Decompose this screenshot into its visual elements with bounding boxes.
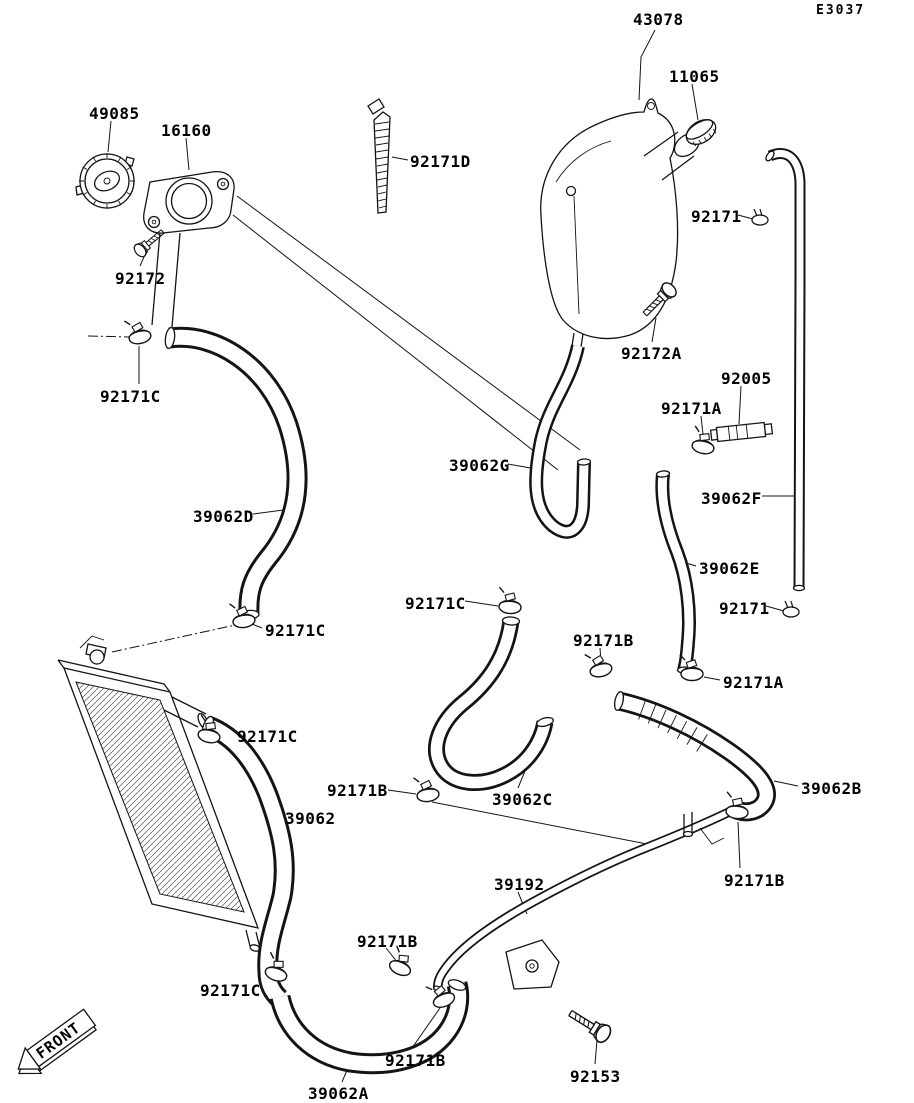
clamp-92171c-3 — [496, 586, 523, 615]
part-label-43078-0: 43078 — [633, 10, 684, 29]
leader-lines — [87, 29, 799, 1083]
part-label-92171a-19: 92171A — [723, 673, 784, 692]
part-label-92171a-9: 92171A — [661, 399, 722, 418]
reserve-tank-43078 — [540, 98, 701, 348]
part-label-39062e-14: 39062E — [699, 559, 760, 578]
part-label-39062a-31: 39062A — [308, 1084, 369, 1103]
hose-39062d — [164, 326, 308, 621]
filler-neck-16160 — [143, 171, 235, 328]
part-label-92153-30: 92153 — [570, 1067, 621, 1086]
part-label-39062d-13: 39062D — [193, 507, 254, 526]
clamp-92171b-1 — [584, 648, 614, 680]
part-label-39062g-11: 39062G — [449, 456, 510, 475]
clamp-92171c-1 — [123, 315, 153, 347]
front-arrow: FRONT — [17, 1008, 98, 1075]
fitting-92005 — [709, 421, 774, 443]
radiator — [57, 635, 261, 952]
tank-cap-11065 — [685, 119, 717, 147]
part-label-92171b-25: 92171B — [724, 871, 785, 890]
hose-39062e — [655, 470, 696, 674]
part-label-92171c-20: 92171C — [237, 727, 298, 746]
part-label-92171-15: 92171 — [719, 599, 770, 618]
hose-39062g — [529, 344, 592, 539]
strap-92171d — [367, 98, 391, 214]
part-label-92171d-4: 92171D — [410, 152, 471, 171]
part-label-39192-26: 39192 — [494, 875, 545, 894]
hose-39062a — [269, 979, 470, 1075]
part-label-92171-5: 92171 — [691, 207, 742, 226]
hose-39062f — [765, 148, 806, 592]
hose-39062b — [613, 691, 776, 822]
part-label-39062-24: 39062 — [285, 809, 336, 828]
hose-39062c — [428, 616, 554, 791]
part-label-92172-6: 92172 — [115, 269, 166, 288]
bolt-92153 — [564, 1004, 615, 1046]
part-label-92172a-7: 92172A — [621, 344, 682, 363]
part-label-49085-2: 49085 — [89, 104, 140, 123]
part-label-92171b-29: 92171B — [385, 1051, 446, 1070]
clamp-92171-1 — [751, 208, 769, 226]
diagram-code: E3037 — [816, 3, 866, 18]
clamp-92171b-2 — [412, 773, 441, 804]
hose-ribs — [638, 700, 708, 752]
part-label-92171b-27: 92171B — [357, 932, 418, 951]
part-label-11065-1: 11065 — [669, 67, 720, 86]
part-label-92171c-10: 92171C — [100, 387, 161, 406]
part-label-92171c-16: 92171C — [265, 621, 326, 640]
part-label-16160-3: 16160 — [161, 121, 212, 140]
part-label-92171b-18: 92171B — [573, 631, 634, 650]
part-label-39062b-21: 39062B — [801, 779, 862, 798]
clamp-92171-2 — [782, 600, 800, 618]
radiator-cap-49085 — [75, 153, 135, 209]
part-label-39062f-12: 39062F — [701, 489, 762, 508]
part-label-92005-8: 92005 — [721, 369, 772, 388]
part-label-92171c-17: 92171C — [405, 594, 466, 613]
bolt-92172 — [131, 225, 168, 260]
part-label-39062c-23: 39062C — [492, 790, 553, 809]
water-pipe-39192 — [433, 807, 732, 993]
part-label-92171c-28: 92171C — [200, 981, 261, 1000]
alignment-dash-dot-lines — [87, 335, 241, 653]
part-label-92171b-22: 92171B — [327, 781, 388, 800]
